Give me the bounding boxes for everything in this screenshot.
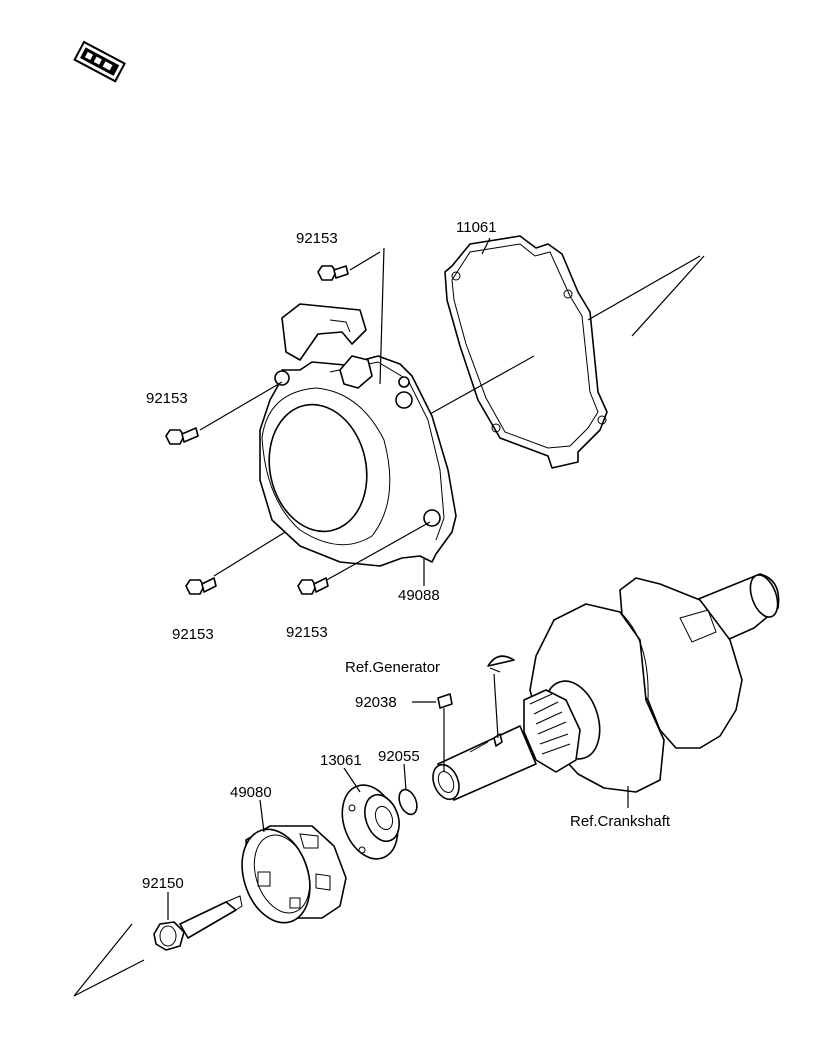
label-11061: 11061 [456,219,497,236]
key-92038 [437,693,453,709]
kawasaki-logo-icon [73,40,126,83]
label-92153-bl: 92153 [172,626,214,643]
label-92153-left: 92153 [146,390,188,407]
leader-11061 [481,237,491,255]
leader-92153-top-b [349,251,381,271]
axis-line-lower-left [73,923,145,997]
gasket-11061 [444,235,608,469]
label-49088: 49088 [398,587,440,604]
label-ref-crankshaft: Ref.Crankshaft [570,813,671,830]
label-92038: 92038 [355,694,397,711]
label-92153-br: 92153 [286,624,328,641]
ring-92055 [398,788,418,816]
crankshaft [432,573,780,801]
label-ref-generator: Ref.Generator [345,659,440,676]
label-92150: 92150 [142,875,184,892]
axis-line-upper-right [631,255,705,337]
axis-line-upper-right-2 [587,255,701,321]
leader-49080 [259,799,265,833]
leader-ref-generator [489,667,501,673]
leader-92055 [403,763,407,791]
bolt-92153-bl [185,577,217,595]
recoil-starter-49088 [259,303,457,567]
pulley-13061 [341,784,400,860]
leader-92153-br [315,521,431,587]
label-92153-top: 92153 [296,230,338,247]
leader-ref-generator-2 [493,673,499,739]
label-13061: 13061 [320,752,362,769]
leader-92153-left [199,381,283,431]
bolt-92153-top [317,265,349,281]
axis-line-gasket [429,355,535,415]
leader-92153-top [379,247,385,385]
bolt-92153-br [297,577,329,595]
label-92055: 92055 [378,748,420,765]
starter-cup-49080 [241,825,347,924]
bolt-92150 [153,895,243,951]
leader-13061 [343,767,361,793]
label-49080: 49080 [230,784,272,801]
woodruff-key-icon [487,655,515,667]
bolt-92153-left [165,427,199,445]
